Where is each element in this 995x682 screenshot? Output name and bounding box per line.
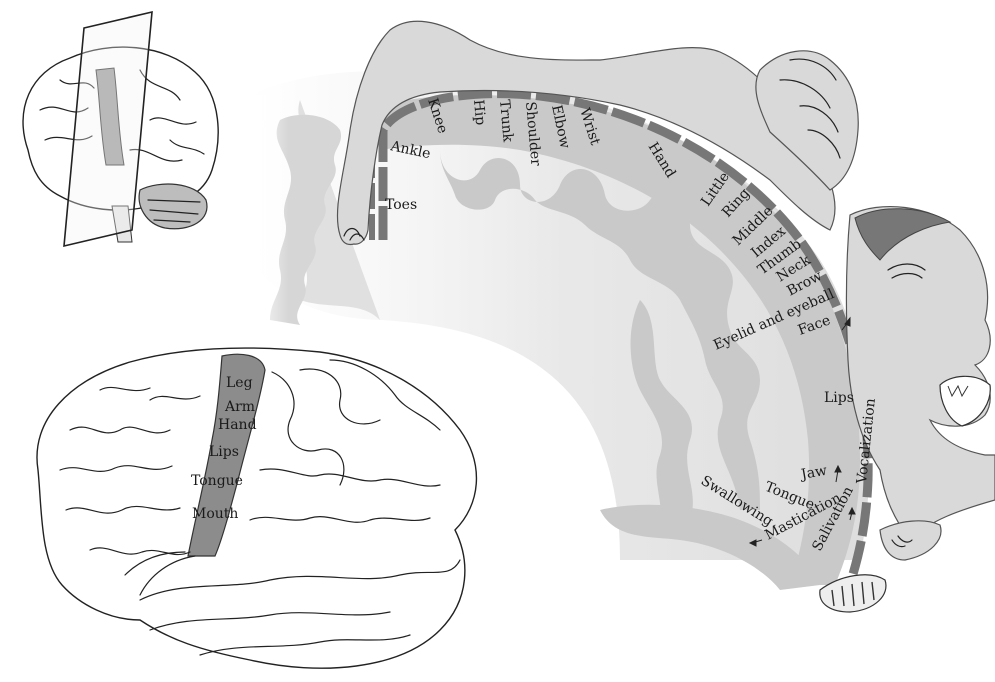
label-lips: Lips: [824, 390, 854, 406]
label-hip: Hip: [470, 99, 488, 126]
lateral-brain: [37, 348, 476, 668]
brain-label-mouth: Mouth: [192, 506, 238, 522]
brain-label-leg: Leg: [226, 375, 253, 391]
small-brain-with-section-plane: [23, 12, 218, 246]
brain-label-arm: Arm: [224, 399, 255, 415]
brain-label-lips: Lips: [209, 444, 239, 460]
label-toes: Toes: [385, 197, 417, 213]
brain-label-hand: Hand: [218, 417, 257, 433]
brain-label-tongue: Tongue: [191, 473, 243, 489]
